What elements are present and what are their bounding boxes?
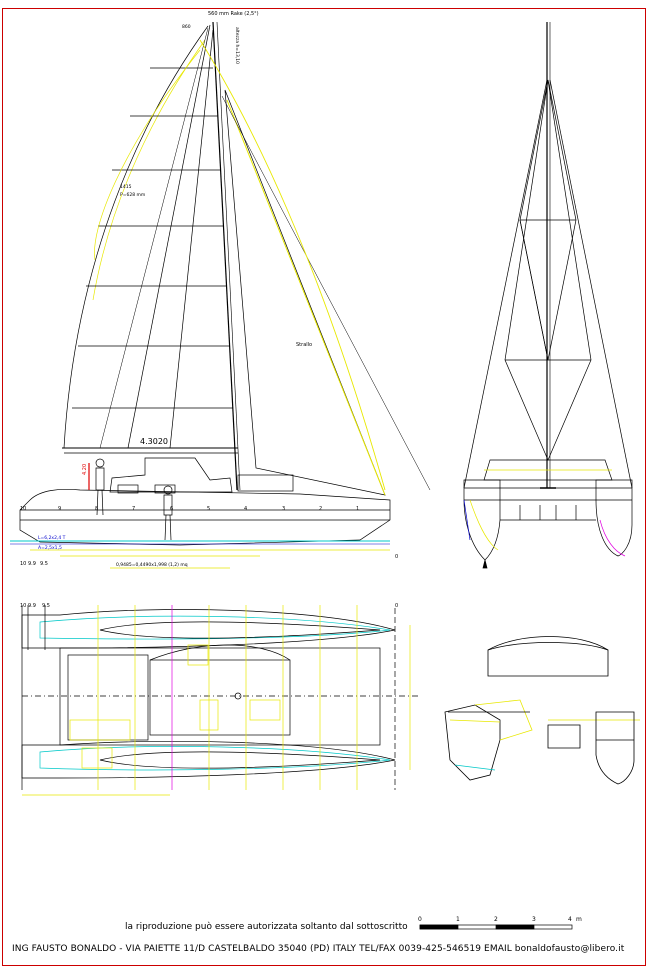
- station-7: 7: [132, 506, 135, 512]
- dim-note: 0,9485=0,4490x1,998 (1,2) mq: [116, 562, 188, 568]
- plan-view: 10 9.9 9.5 0: [20, 603, 420, 796]
- pedestal-label: 4.20: [82, 464, 88, 475]
- scale-tick-0: 0: [418, 916, 422, 923]
- rake-note: 560 mm Rake (2,5°): [208, 11, 259, 17]
- front-view: [463, 22, 633, 569]
- batten-label-2: P=628 mm: [120, 192, 145, 198]
- mast: [212, 21, 238, 491]
- station-4: 4: [244, 506, 247, 512]
- side-elevation: 560 mm Rake (2,5°) 860 altezza h=13,10 1…: [10, 11, 431, 569]
- plan-station-9-9: 9.9: [28, 603, 36, 609]
- plan-station-10: 10: [20, 603, 26, 609]
- station-2: 2: [319, 506, 322, 512]
- plan-station-9-5: 9.5: [42, 603, 50, 609]
- station-3: 3: [282, 506, 285, 512]
- reproduction-note: la riproduzione può essere autorizzata s…: [125, 922, 408, 932]
- boom-length: 4.3020: [140, 437, 168, 446]
- scale-bar: 0 1 2 3 4 m: [418, 916, 582, 930]
- station-5: 5: [207, 506, 210, 512]
- mast-top-label: 860: [182, 24, 191, 30]
- jib-label: Strallo: [296, 342, 312, 348]
- waterline-1: L=6,2x2,4 T: [38, 535, 66, 541]
- scale-tick-1: 1: [456, 916, 460, 923]
- lower-station-9-5: 9.5: [40, 561, 48, 567]
- lower-station-9-9: 9.9: [28, 561, 36, 567]
- plan-station-0: 0: [395, 603, 398, 609]
- mainsail-leech: [63, 25, 209, 449]
- lower-station-10: 10: [20, 561, 26, 567]
- station-8: 8: [95, 506, 98, 512]
- hull-profile: [19, 488, 391, 546]
- mast-height-label: altezza h=13,10: [234, 27, 240, 64]
- sheet-border: [2, 8, 646, 966]
- station-1: 1: [356, 506, 359, 512]
- scale-tick-4: 4: [568, 916, 572, 923]
- zero-mark: 0: [395, 554, 398, 560]
- scale-tick-2: 2: [494, 916, 498, 923]
- waterline-2: A=2,5x1,5: [38, 545, 62, 551]
- station-9: 9: [58, 506, 61, 512]
- designer-address: ING FAUSTO BONALDO - VIA PAIETTE 11/D CA…: [12, 944, 625, 954]
- station-6: 6: [170, 506, 173, 512]
- batten-label-1: 1415: [120, 184, 132, 190]
- scale-unit: m: [576, 916, 582, 923]
- station-10: 10: [20, 506, 26, 512]
- detail-views: [444, 636, 640, 785]
- scale-tick-3: 3: [532, 916, 536, 923]
- jib: [224, 89, 386, 496]
